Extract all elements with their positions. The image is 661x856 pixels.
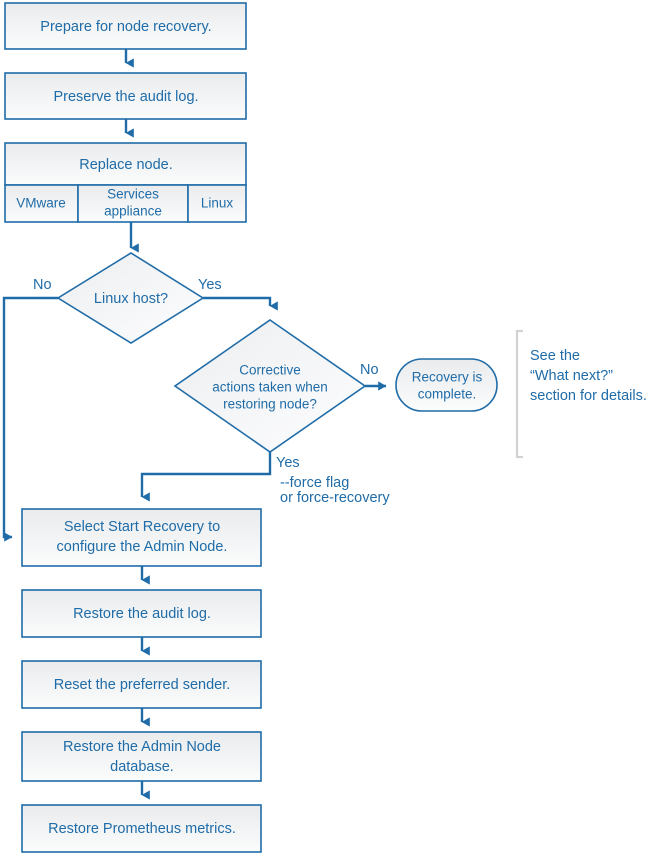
edge-label-corrective-yes: Yes (276, 455, 300, 471)
edge-label-linux-host-yes: Yes (198, 277, 222, 293)
edge-label-linux-host-no: No (33, 277, 52, 293)
node-replace-option-linux-label: Linux (201, 196, 234, 211)
node-replace-option-services-appliance-label-line2: appliance (104, 204, 162, 219)
node-reset-preferred-sender[interactable]: Reset the preferred sender. (21, 660, 262, 709)
edge-corrective-yes (140, 452, 272, 502)
node-select-start-recovery-label-line2: configure the Admin Node. (57, 539, 228, 555)
node-restore-audit-log[interactable]: Restore the audit log. (21, 589, 262, 638)
connectors-layer (2, 49, 387, 800)
edge-label-force-flag-line1: --force flag (280, 475, 349, 491)
node-reset-preferred-sender-label: Reset the preferred sender. (54, 677, 231, 693)
node-select-start-recovery-label-line1: Select Start Recovery to (64, 519, 220, 535)
node-prepare-for-node-recovery[interactable]: Prepare for node recovery. (4, 2, 247, 50)
annotation-line3: section for details. (530, 388, 647, 404)
node-preserve-the-audit-log[interactable]: Preserve the audit log. (4, 72, 247, 120)
edge-linuxhost-no (2, 296, 58, 542)
node-restore-admin-node-database-label-line2: database. (110, 759, 174, 775)
node-corrective-actions-label-line2: actions taken when (212, 380, 328, 395)
edge-linuxhost-yes (203, 296, 278, 311)
node-replace-node[interactable]: Replace node. (4, 142, 247, 186)
node-recovery-complete-label-line1: Recovery is (412, 370, 483, 385)
node-recovery-complete-label-line2: complete. (418, 387, 477, 402)
node-replace-option-services-appliance-label-line1: Services (107, 187, 159, 202)
edge-label-force-flag-line2: or force-recovery (280, 490, 390, 506)
node-select-start-recovery[interactable]: Select Start Recovery to configure the A… (21, 508, 262, 567)
node-restore-prometheus-metrics[interactable]: Restore Prometheus metrics. (21, 804, 262, 853)
node-replace-node-label: Replace node. (79, 157, 173, 173)
node-corrective-actions-label-line1: Corrective (239, 363, 301, 378)
node-preserve-audit-label: Preserve the audit log. (53, 89, 198, 105)
node-restore-admin-node-database-label-line1: Restore the Admin Node (63, 739, 221, 755)
node-replace-option-linux[interactable]: Linux (187, 184, 247, 223)
node-linux-host-label: Linux host? (94, 291, 168, 307)
node-linux-host-decision[interactable]: Linux host? (56, 252, 205, 344)
node-recovery-complete[interactable]: Recovery is complete. (395, 358, 498, 412)
node-restore-admin-node-database[interactable]: Restore the Admin Node database. (21, 731, 262, 782)
node-restore-prometheus-metrics-label: Restore Prometheus metrics. (48, 821, 236, 837)
annotation-line2: “What next?” (530, 368, 613, 384)
node-replace-option-vmware[interactable]: VMware (4, 184, 79, 223)
node-restore-audit-log-label: Restore the audit log. (73, 606, 211, 622)
annotation-line1: See the (530, 348, 580, 364)
node-corrective-actions-decision[interactable]: Corrective actions taken when restoring … (173, 319, 367, 453)
annotation-bracket (515, 329, 523, 459)
node-prepare-label: Prepare for node recovery. (40, 19, 211, 35)
node-corrective-actions-label-line3: restoring node? (223, 397, 317, 412)
node-replace-option-vmware-label: VMware (16, 196, 66, 211)
node-replace-option-services-appliance[interactable]: Services appliance (77, 184, 189, 223)
edge-label-corrective-no: No (360, 362, 379, 378)
